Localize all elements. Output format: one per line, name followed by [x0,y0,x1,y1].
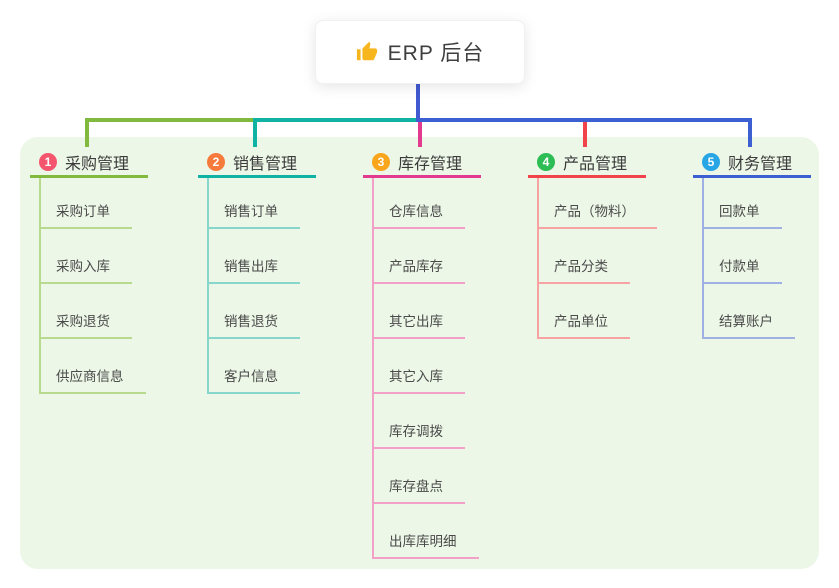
branch-children-list: 产品（物料）产品分类产品单位 [537,178,658,339]
branch-children-list: 销售订单销售出库销售退货客户信息 [207,178,328,394]
connector-drop-branch-4 [583,120,587,147]
branch-title: 财务管理 [728,155,793,173]
child-node[interactable]: 产品库存 [374,229,465,284]
child-node[interactable]: 采购退货 [41,284,132,339]
branch-node-3[interactable]: 3 库存管理 [363,148,481,178]
child-node[interactable]: 出库库明细 [374,504,479,559]
child-node[interactable]: 销售出库 [209,229,300,284]
child-node[interactable]: 销售退货 [209,284,300,339]
thumbs-up-icon [356,41,377,61]
branch-title: 销售管理 [233,155,298,173]
branch-children-list: 仓库信息产品库存其它出库其它入库库存调拨库存盘点出库库明细 [372,178,493,559]
child-node[interactable]: 回款单 [704,178,782,229]
child-node[interactable]: 库存盘点 [374,449,465,504]
branch-number-badge: 3 [372,152,390,171]
branch-number-badge: 1 [39,152,57,171]
child-node[interactable]: 结算账户 [704,284,795,339]
branch-column-4: 4 产品管理产品（物料）产品分类产品单位 [528,148,658,339]
branch-number-badge: 4 [537,152,555,171]
branch-title: 库存管理 [398,155,463,173]
branch-children-list: 采购订单采购入库采购退货供应商信息 [39,178,160,394]
connector-horizontal-branch-2 [253,118,418,122]
child-node[interactable]: 库存调拨 [374,394,465,449]
connector-drop-branch-5 [748,120,752,147]
root-title: ERP 后台 [387,42,485,65]
child-node[interactable]: 产品分类 [539,229,630,284]
child-node[interactable]: 供应商信息 [41,339,146,394]
child-node[interactable]: 采购订单 [41,178,132,229]
branch-column-3: 3 库存管理仓库信息产品库存其它出库其它入库库存调拨库存盘点出库库明细 [363,148,493,559]
child-node[interactable]: 销售订单 [209,178,300,229]
branch-node-4[interactable]: 4 产品管理 [528,148,646,178]
branch-column-1: 1 采购管理采购订单采购入库采购退货供应商信息 [30,148,160,394]
branch-children-list: 回款单付款单结算账户 [702,178,823,339]
branch-node-1[interactable]: 1 采购管理 [30,148,148,178]
child-node[interactable]: 产品单位 [539,284,630,339]
child-node[interactable]: 付款单 [704,229,782,284]
branches-panel [20,137,819,569]
connector-drop-branch-2 [253,120,257,147]
child-node[interactable]: 其它出库 [374,284,465,339]
child-node[interactable]: 产品（物料） [539,178,657,229]
child-node[interactable]: 其它入库 [374,339,465,394]
branch-column-5: 5 财务管理回款单付款单结算账户 [693,148,823,339]
child-node[interactable]: 客户信息 [209,339,300,394]
child-node[interactable]: 仓库信息 [374,178,465,229]
branch-column-2: 2 销售管理销售订单销售出库销售退货客户信息 [198,148,328,394]
connector-horizontal-branch-1 [85,118,257,122]
child-node[interactable]: 采购入库 [41,229,132,284]
root-node[interactable]: ERP 后台 [315,20,525,84]
connector-drop-branch-1 [85,120,89,147]
connector-drop-branch-3 [418,120,422,147]
branch-title: 产品管理 [563,155,628,173]
branch-node-5[interactable]: 5 财务管理 [693,148,811,178]
branch-number-badge: 5 [702,152,720,171]
branch-title: 采购管理 [65,155,130,173]
branch-node-2[interactable]: 2 销售管理 [198,148,316,178]
connector-horizontal-branch-5 [416,118,752,122]
connector-root-line [416,82,420,122]
branch-number-badge: 2 [207,152,225,171]
